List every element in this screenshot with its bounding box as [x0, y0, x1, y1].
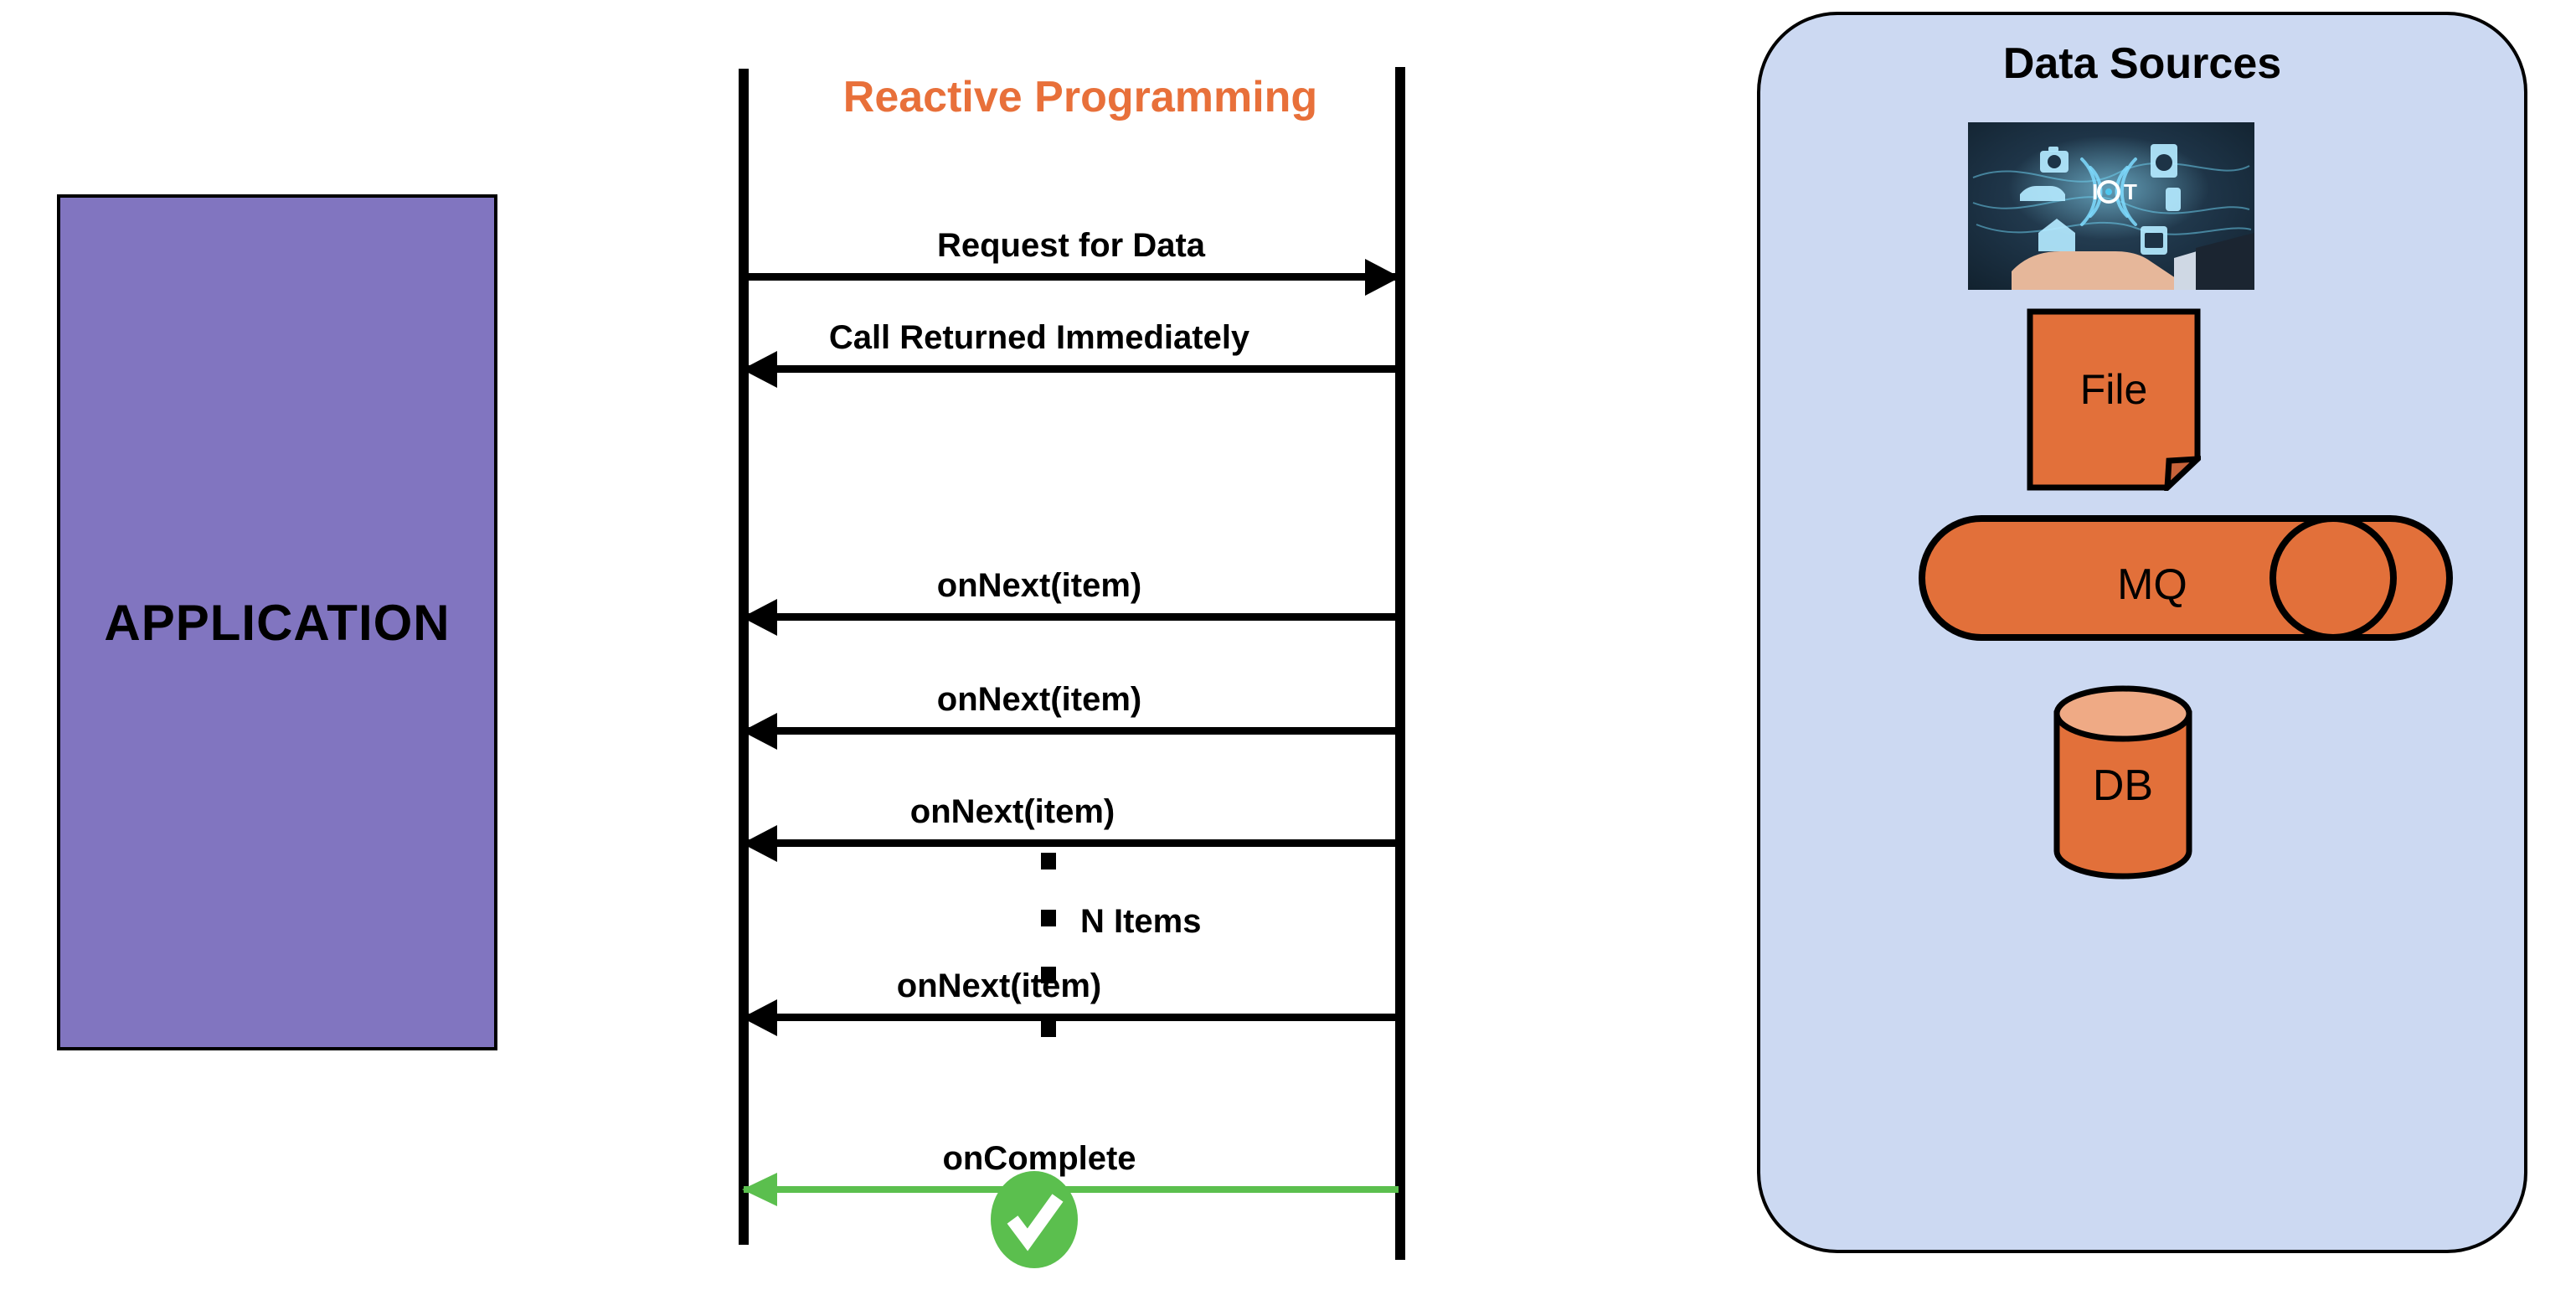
- message-label-onnext-1: onNext(item): [936, 567, 1142, 604]
- db-source-icon: [2052, 685, 2194, 880]
- completion-check-icon: [991, 1171, 1078, 1268]
- arrowhead-left-icon: [742, 1173, 777, 1206]
- sequence-diagram: Reactive Programming Request for Data Ca…: [720, 0, 1424, 1290]
- iot-photo-icon: I T: [1968, 122, 2254, 290]
- arrowhead-left-icon: [742, 999, 777, 1036]
- arrowhead-left-icon: [742, 713, 777, 750]
- message-shaft: [744, 839, 1399, 847]
- message-shaft: [744, 613, 1399, 621]
- message-label-onnext-4: onNext(item): [896, 968, 1102, 1004]
- repeat-annotation-label: N Items: [1080, 903, 1202, 940]
- repeat-ellipsis-icon: [1041, 853, 1056, 1037]
- svg-text:T: T: [2124, 179, 2137, 204]
- message-shaft: [744, 1014, 1399, 1021]
- application-box: APPLICATION: [57, 194, 497, 1050]
- message-label-call-returned-immediately: Call Returned Immediately: [828, 319, 1250, 356]
- sequence-diagram-title: Reactive Programming: [842, 73, 1318, 121]
- arrowhead-left-icon: [742, 351, 777, 388]
- message-shaft: [744, 365, 1399, 373]
- message-shaft: [744, 1186, 1399, 1193]
- file-source-icon: [2027, 308, 2206, 495]
- message-shaft: [744, 273, 1399, 281]
- message-label-onnext-2: onNext(item): [936, 681, 1142, 718]
- message-label-oncomplete: onComplete: [942, 1140, 1136, 1177]
- arrowhead-left-icon: [742, 599, 777, 636]
- message-shaft: [744, 727, 1399, 735]
- mq-source-icon: [1918, 514, 2454, 642]
- data-sources-panel: Data Sources: [1757, 12, 2527, 1253]
- data-sources-title: Data Sources: [2002, 39, 2282, 88]
- svg-text:I: I: [2092, 179, 2100, 204]
- message-label-request-for-data: Request for Data: [936, 227, 1206, 264]
- arrowhead-left-icon: [742, 825, 777, 862]
- application-label: APPLICATION: [104, 594, 451, 651]
- arrowhead-right-icon: [1365, 259, 1400, 296]
- message-label-onnext-3: onNext(item): [909, 793, 1115, 830]
